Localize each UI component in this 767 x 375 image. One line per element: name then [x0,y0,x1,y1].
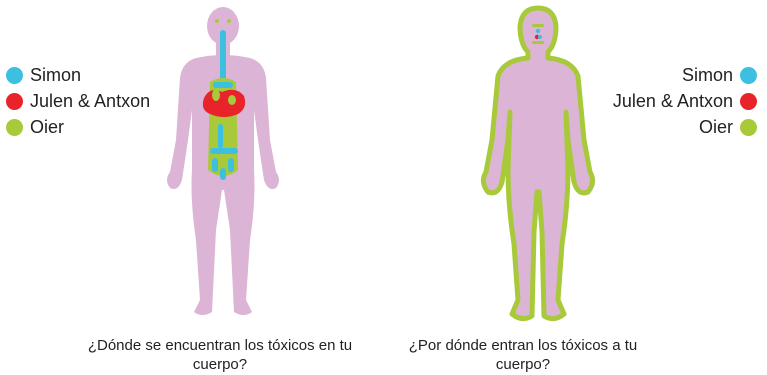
oier-color-dot [6,118,23,136]
legend-item-julen-antxon: Julen & Antxon [6,88,150,114]
legend-item-oier: Oier [6,114,150,140]
legend-left: Simon Julen & Antxon Oier [6,62,150,140]
legend-item-julen-antxon: Julen & Antxon [613,88,757,114]
caption-left: ¿Dónde se encuentran los tóxicos en tu c… [87,337,353,373]
legend-label: Oier [30,116,65,137]
simon-color-dot [740,66,757,84]
julen-antxon-color-dot [6,92,23,110]
legend-item-simon: Simon [613,62,757,88]
outlined-body-shape [480,5,596,322]
julen-antxon-color-dot [740,92,757,110]
legend-right: Simon Julen & Antxon Oier [613,62,757,140]
legend-label: Simon [30,64,82,85]
oier-color-dot [740,118,757,136]
right-panel: Simon Julen & Antxon Oier ¿Por dónde ent… [383,0,767,375]
toxin-markings [202,19,246,180]
legend-label: Oier [698,116,733,137]
body-silhouette-internal [167,7,279,315]
body-shape [167,7,279,315]
legend-item-oier: Oier [613,114,757,140]
legend-label: Julen & Antxon [30,90,151,111]
legend-label: Simon [681,64,733,85]
legend-label: Julen & Antxon [612,90,733,111]
body-silhouette-outline [480,5,596,322]
entry-point-markings [532,24,544,44]
caption-right: ¿Por dónde entran los tóxicos a tu cuerp… [408,337,638,373]
left-panel: Simon Julen & Antxon Oier [0,0,383,375]
legend-item-simon: Simon [6,62,150,88]
simon-color-dot [6,66,23,84]
